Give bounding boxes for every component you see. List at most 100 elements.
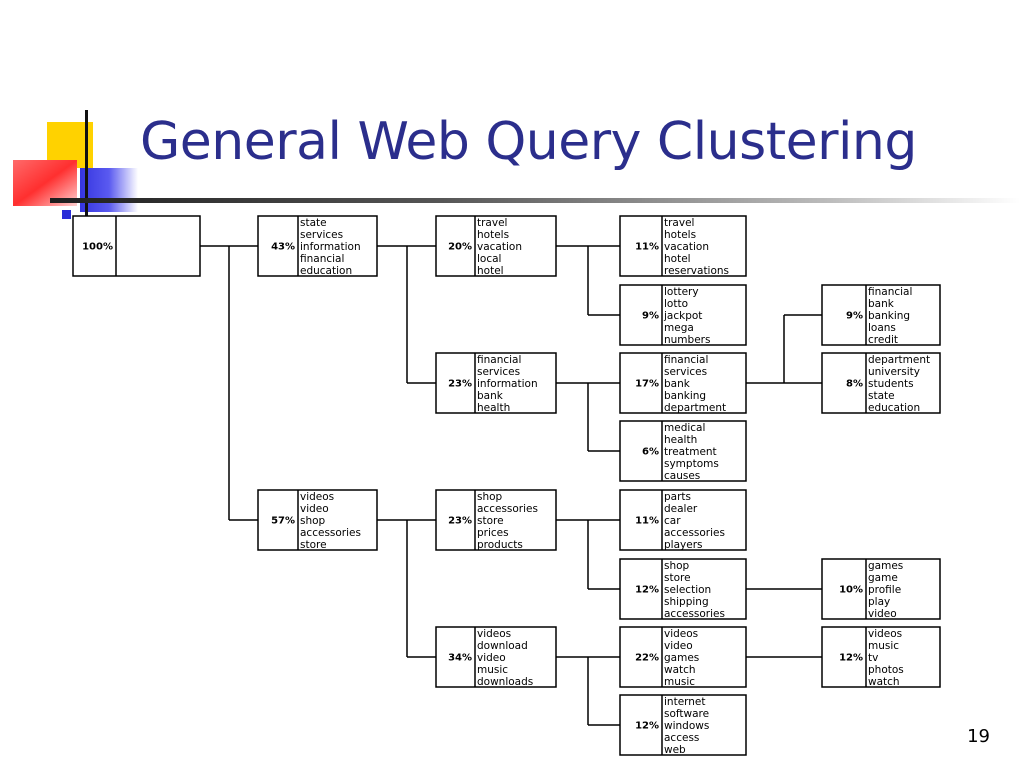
cluster-percentage: 12% bbox=[839, 653, 863, 664]
cluster-term: web bbox=[664, 744, 686, 756]
cluster-term: watch bbox=[664, 664, 696, 676]
cluster-node-box bbox=[619, 558, 747, 620]
cluster-term: downloads bbox=[477, 676, 533, 688]
cluster-term: vacation bbox=[664, 241, 709, 253]
cluster-percentage: 11% bbox=[635, 516, 659, 527]
cluster-term: causes bbox=[664, 470, 700, 482]
cluster-node-box bbox=[619, 694, 747, 756]
cluster-term: store bbox=[477, 515, 504, 527]
cluster-term: treatment bbox=[664, 446, 717, 458]
cluster-term: lottery bbox=[664, 286, 699, 298]
cluster-term: education bbox=[300, 265, 352, 277]
cluster-term: services bbox=[477, 366, 520, 378]
cluster-node-box bbox=[435, 352, 557, 414]
cluster-percentage: 23% bbox=[448, 516, 472, 527]
cluster-term: hotel bbox=[664, 253, 691, 265]
cluster-term: car bbox=[664, 515, 681, 527]
cluster-term: products bbox=[477, 539, 523, 551]
cluster-term: download bbox=[477, 640, 528, 652]
cluster-percentage: 9% bbox=[846, 311, 863, 322]
cluster-term: travel bbox=[477, 217, 507, 229]
cluster-percentage: 34% bbox=[448, 653, 472, 664]
cluster-term: vacation bbox=[477, 241, 522, 253]
cluster-term: reservations bbox=[664, 265, 729, 277]
cluster-term: numbers bbox=[664, 334, 710, 346]
cluster-term: state bbox=[868, 390, 895, 402]
cluster-term: videos bbox=[477, 628, 511, 640]
cluster-term: mega bbox=[664, 322, 694, 334]
cluster-term: prices bbox=[477, 527, 509, 539]
cluster-term: department bbox=[664, 402, 726, 414]
cluster-term: information bbox=[477, 378, 538, 390]
cluster-percentage: 10% bbox=[839, 585, 863, 596]
cluster-term: videos bbox=[868, 628, 902, 640]
cluster-term: bank bbox=[868, 298, 895, 310]
cluster-node-box bbox=[435, 489, 557, 551]
cluster-term: windows bbox=[664, 720, 709, 732]
cluster-term: software bbox=[664, 708, 709, 720]
page-number: 19 bbox=[967, 726, 990, 747]
cluster-node-box bbox=[821, 284, 941, 346]
cluster-term: tv bbox=[868, 652, 878, 664]
cluster-term: hotels bbox=[477, 229, 509, 241]
cluster-term: education bbox=[868, 402, 920, 414]
cluster-term: financial bbox=[477, 354, 521, 366]
cluster-percentage: 12% bbox=[635, 585, 659, 596]
cluster-node-box bbox=[619, 284, 747, 346]
cluster-term: selection bbox=[664, 584, 711, 596]
cluster-term: banking bbox=[868, 310, 910, 322]
cluster-term: games bbox=[664, 652, 699, 664]
cluster-term: department bbox=[868, 354, 930, 366]
cluster-percentage: 20% bbox=[448, 242, 472, 253]
slide-title: General Web Query Clustering bbox=[140, 112, 917, 172]
cluster-term: university bbox=[868, 366, 920, 378]
cluster-term: music bbox=[664, 676, 695, 688]
cluster-term: music bbox=[477, 664, 508, 676]
cluster-term: store bbox=[664, 572, 691, 584]
cluster-node-box bbox=[619, 215, 747, 277]
cluster-node-box bbox=[257, 489, 378, 551]
cluster-percentage: 57% bbox=[271, 516, 295, 527]
cluster-percentage: 43% bbox=[271, 242, 295, 253]
cluster-term: photos bbox=[868, 664, 904, 676]
cluster-percentage: 100% bbox=[82, 242, 113, 253]
cluster-node-box bbox=[619, 352, 747, 414]
deco-blue-square bbox=[80, 168, 138, 212]
title-rule bbox=[50, 198, 1020, 203]
cluster-term: dealer bbox=[664, 503, 698, 515]
cluster-term: play bbox=[868, 596, 890, 608]
cluster-term: accessories bbox=[664, 527, 725, 539]
cluster-term: financial bbox=[868, 286, 912, 298]
cluster-node-box bbox=[821, 352, 941, 414]
cluster-term: watch bbox=[868, 676, 900, 688]
cluster-term: shipping bbox=[664, 596, 709, 608]
cluster-term: internet bbox=[664, 696, 706, 708]
cluster-node-box bbox=[257, 215, 378, 277]
cluster-term: financial bbox=[664, 354, 708, 366]
cluster-term: services bbox=[300, 229, 343, 241]
cluster-term: store bbox=[300, 539, 327, 551]
cluster-term: players bbox=[664, 539, 702, 551]
cluster-node-root: 100% bbox=[72, 215, 201, 277]
cluster-term: state bbox=[300, 217, 327, 229]
cluster-percentage: 11% bbox=[635, 242, 659, 253]
cluster-term: games bbox=[868, 560, 903, 572]
cluster-term: accessories bbox=[477, 503, 538, 515]
cluster-node-box bbox=[821, 558, 941, 620]
node-layer: 100%43%stateservicesinformationfinancial… bbox=[72, 215, 941, 756]
cluster-node-box bbox=[619, 626, 747, 688]
cluster-term: accessories bbox=[300, 527, 361, 539]
cluster-term: health bbox=[477, 402, 510, 414]
cluster-percentage: 8% bbox=[846, 379, 863, 390]
